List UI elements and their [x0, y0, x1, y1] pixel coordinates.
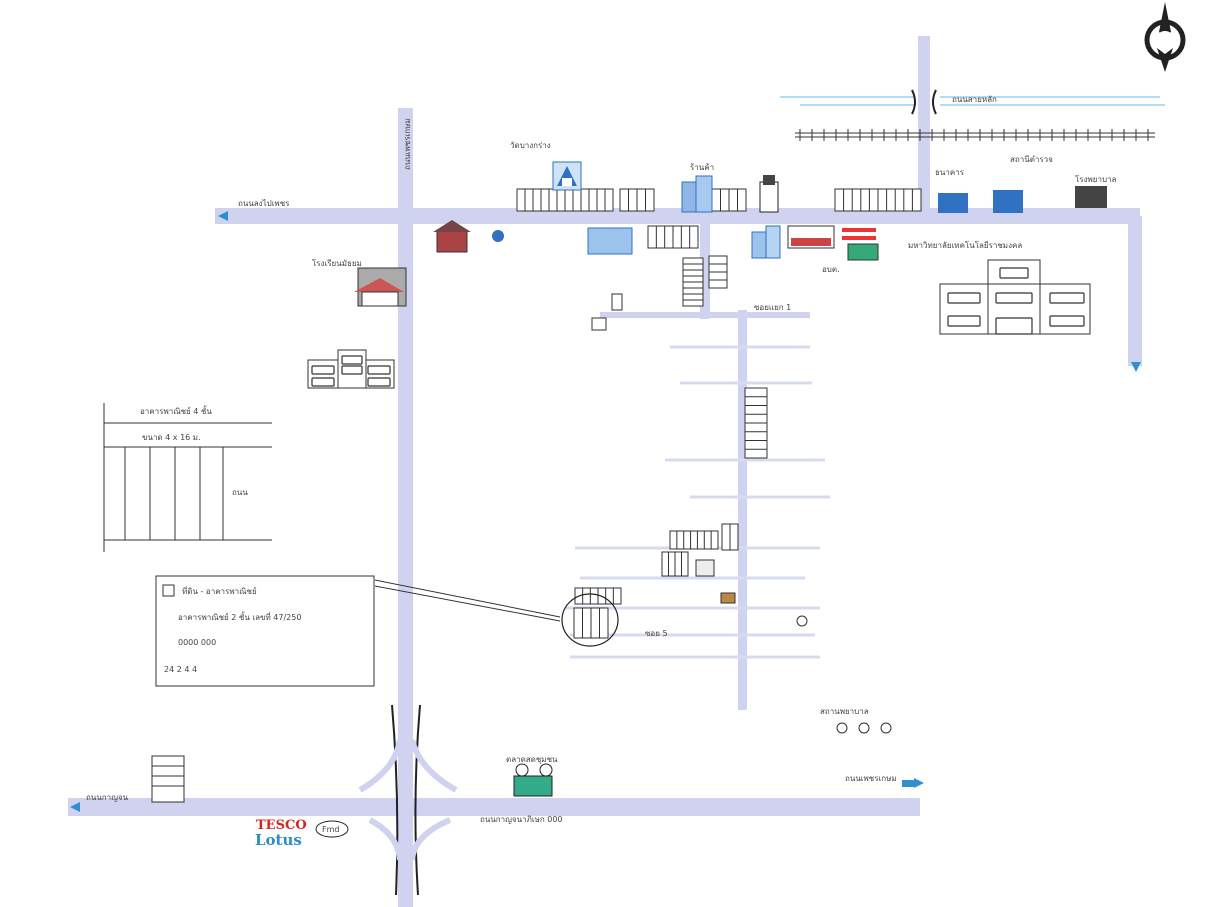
tall-building-bottom-left	[151, 755, 185, 803]
shophouse-block-mid	[647, 225, 699, 249]
bottom-main-road	[68, 798, 920, 816]
label-bottom-mid-road: ถนนกาญจนาภิเษก 000	[480, 815, 563, 824]
window	[367, 377, 391, 387]
window	[341, 355, 363, 365]
blue-building-cluster-1	[681, 175, 713, 213]
window	[341, 365, 363, 375]
label-office: อบต.	[822, 265, 840, 274]
label-top-right-road: ถนนสายหลัก	[952, 95, 997, 104]
label-market: ตลาดสดชุมชน	[506, 755, 558, 764]
label-clinic: สถานพยาบาล	[820, 707, 869, 716]
tower-icon	[759, 175, 779, 213]
label-bottom-right-road: ถนนเพชรเกษม	[845, 774, 897, 783]
label-university: มหาวิทยาลัยเทคโนโลยีราชมงคล	[908, 240, 1022, 250]
shophouse-unit	[669, 530, 719, 550]
schematic-subtitle: ขนาด 4 x 16 ม.	[142, 433, 201, 442]
blue-twin-tower	[751, 225, 781, 259]
target-location-marker	[561, 593, 808, 647]
flag-building	[842, 228, 879, 261]
top-shophouse-row-right	[711, 188, 922, 212]
soi-shophouse-column-1	[682, 257, 704, 307]
window	[311, 365, 335, 375]
badge-text: Fmd	[322, 825, 339, 834]
tesco-logo-text: TESCO	[256, 818, 307, 833]
road-arrows	[70, 211, 1141, 812]
window	[311, 377, 335, 387]
soi-entry-road	[700, 224, 710, 319]
label-top-branch: ซอยแยก 1	[754, 303, 791, 312]
window	[947, 315, 981, 327]
window	[999, 267, 1029, 279]
label-left-road: ถนนลงไปเพชร	[238, 199, 290, 208]
north-arrow-icon	[1144, 2, 1186, 72]
legend-line-4: 24 2 4 4	[164, 665, 197, 674]
market-building	[433, 220, 504, 253]
top-main-road	[215, 208, 1140, 224]
main-vertical-road	[398, 108, 413, 907]
lotus-logo-text: Lotus	[255, 831, 302, 849]
canal-lines	[780, 96, 1165, 106]
legend-leader-lines	[374, 579, 561, 622]
small-shop-icon	[720, 592, 736, 604]
window	[1049, 292, 1085, 304]
window	[995, 292, 1033, 304]
badge-icon	[315, 820, 349, 838]
bridge-marks	[391, 89, 937, 896]
legend-line-1: ที่ดิน - อาคารพาณิชย์	[182, 585, 257, 596]
property-legend-box: ที่ดิน - อาคารพาณิชย์ อาคารพาณิชย์ 2 ชั้…	[155, 575, 375, 687]
label-temple: วัดบางกร่าง	[510, 141, 551, 150]
legend-line-2: อาคารพาณิชย์ 2 ชั้น เลขที่ 47/250	[178, 611, 301, 622]
school-symbols	[836, 722, 892, 734]
window	[367, 365, 391, 375]
university-building	[939, 259, 1091, 335]
label-shop: ร้านค้า	[690, 163, 714, 172]
bank-icon	[938, 186, 1107, 213]
window	[995, 317, 1033, 335]
railway	[795, 132, 1155, 138]
small-tower-icon	[591, 293, 623, 331]
schematic-title: อาคารพาณิชย์ 4 ชั้น	[140, 405, 212, 416]
label-hospital: โรงพยาบาล	[1075, 174, 1117, 184]
label-bottom-left-road: ถนนกาญจน	[86, 793, 129, 802]
soi-shophouse-column-2	[708, 255, 728, 289]
legend-line-3: 0000 000	[178, 638, 216, 647]
window	[1049, 315, 1085, 327]
shophouse-schematic	[103, 403, 272, 552]
soi-vertical-road	[738, 310, 747, 710]
label-target-area: ซอย 5	[645, 629, 668, 638]
right-road-down	[1128, 216, 1142, 366]
small-house-icon	[695, 559, 715, 577]
interchange	[358, 739, 458, 861]
top-shophouse-row-left	[516, 188, 655, 212]
label-station: สถานีตำรวจ	[1010, 155, 1053, 164]
right-arrow-tail	[902, 780, 916, 787]
shop-front	[787, 225, 835, 249]
top-right-vertical-road	[918, 36, 930, 216]
temple-icon	[552, 161, 582, 191]
soi-cross-road	[600, 312, 810, 318]
schematic-road-label: ถนน	[232, 488, 248, 497]
soi-shophouse-column-3	[744, 387, 768, 459]
lower-soi-blocks	[574, 523, 739, 605]
label-school: โรงเรียนมัธยม	[312, 258, 362, 268]
label-vertical-road: ถนนเพชรเกษม	[403, 118, 412, 170]
railway-ties	[799, 129, 1149, 141]
label-bank: ธนาคาร	[935, 168, 965, 177]
left-office-building	[307, 349, 395, 389]
school-building	[354, 267, 407, 307]
window	[947, 292, 981, 304]
blue-office-building	[587, 227, 633, 255]
market-icon-bottom	[513, 763, 553, 797]
